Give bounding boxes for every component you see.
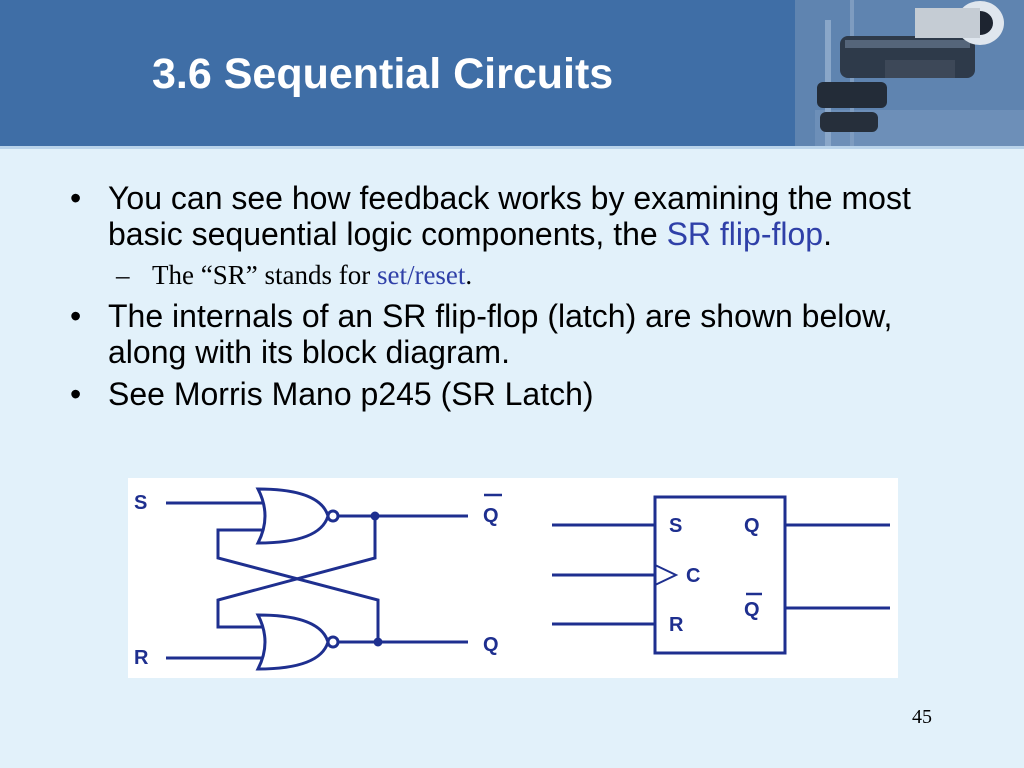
sub-bullet-text-end: . (465, 260, 473, 290)
bullet-item: • The internals of an SR flip-flop (latch… (70, 298, 970, 370)
nor-gate-bottom (255, 613, 330, 671)
bullet-list: • You can see how feedback works by exami… (70, 180, 970, 418)
block-panel (536, 478, 898, 678)
sr-latch-circuit (166, 487, 468, 671)
bullet-marker: • (70, 376, 82, 412)
header-photo (795, 0, 1024, 146)
block-c-label: C (686, 565, 700, 587)
feedback-wire-top (216, 528, 380, 642)
junction-dot-bottom (373, 637, 383, 647)
nor-gate-top (255, 487, 330, 545)
bullet-marker: • (70, 180, 82, 216)
block-q-label: Q (744, 515, 760, 537)
feedback-wire-bottom (216, 516, 377, 629)
sub-bullet-text: The “SR” stands for (152, 260, 377, 290)
sr-block-diagram (552, 495, 890, 655)
output-q-label: Q (483, 634, 499, 656)
junction-dot-top (370, 511, 380, 521)
highlight-term: set/reset (376, 260, 466, 290)
block-r-label: R (669, 614, 684, 636)
bullet-text: You can see how feedback works by examin… (108, 180, 911, 252)
block-s-label: S (669, 515, 682, 537)
sub-bullet-item: –The “SR” stands for set/reset. (70, 258, 970, 292)
slide-number: 45 (912, 706, 932, 728)
bullet-text-end: . (823, 216, 832, 252)
output-qbar-label: Q (483, 505, 499, 527)
bullet-marker: • (70, 298, 82, 334)
block-qbar-label: Q (744, 599, 760, 621)
sub-bullet-marker: – (116, 260, 130, 290)
bullet-item: • See Morris Mano p245 (SR Latch) (70, 376, 970, 412)
input-r-label: R (134, 647, 149, 669)
input-s-label: S (134, 492, 147, 514)
bullet-item: • You can see how feedback works by exami… (70, 180, 970, 252)
bullet-text: See Morris Mano p245 (SR Latch) (108, 376, 594, 412)
clock-triangle-icon (654, 564, 679, 586)
bullet-text: The internals of an SR flip-flop (latch)… (108, 298, 893, 370)
slide-title: 3.6 Sequential Circuits (152, 50, 614, 98)
highlight-term: SR flip-flop (666, 216, 824, 252)
